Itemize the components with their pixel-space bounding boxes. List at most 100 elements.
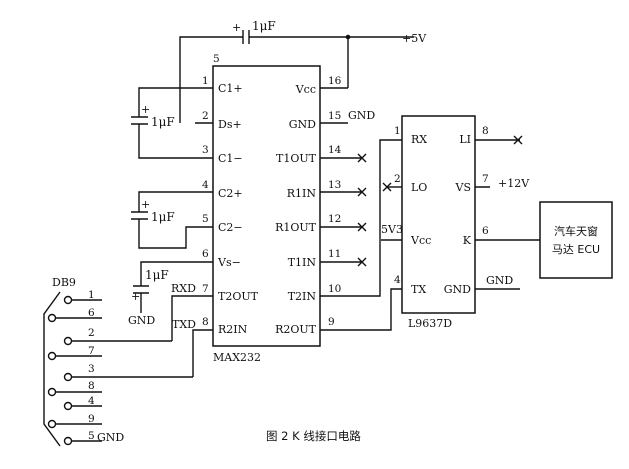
- l9637-5v3-label: 5V3: [381, 223, 403, 236]
- supply-12v-label: +12V: [498, 177, 530, 190]
- max232-pin8-num: 8: [202, 316, 209, 328]
- db9-pin-2: [63, 336, 73, 346]
- l9637-pin-vs-label: VS: [455, 181, 471, 194]
- max232-pin13-num: 13: [328, 179, 341, 191]
- max232-pin2-num: 2: [202, 110, 209, 122]
- db9-label-8: 8: [88, 380, 95, 392]
- max232-pin6-num: 6: [202, 248, 209, 260]
- cap-vs-value: 1μF: [145, 268, 169, 282]
- max232-pin5-num: 5: [202, 213, 209, 225]
- l9637-pin-vcc-label: Vcc: [410, 234, 431, 247]
- ecu-label-line2: 马达 ECU: [552, 243, 600, 256]
- max232-pin2-label: Ds+: [218, 118, 242, 131]
- db9-pin-7: [47, 351, 57, 361]
- l9637-right-pin-stubs: [475, 139, 540, 290]
- max232-pin1-num: 1: [202, 75, 209, 87]
- rxd-wire: [171, 295, 195, 341]
- db9-name: DB9: [52, 276, 76, 289]
- max232-pin14-num: 14: [328, 144, 342, 156]
- max232-pin3-label: C1−: [218, 152, 243, 165]
- max232-pin7-num: 7: [202, 283, 209, 295]
- max232-pin6-label: Vs−: [217, 256, 241, 269]
- max232-pin16-num: 16: [328, 75, 342, 87]
- cap-c1: + 1μF: [131, 87, 195, 159]
- db9-label-5: 5: [88, 430, 95, 442]
- db9-shell: [43, 291, 61, 447]
- top-cap-plus: +: [232, 21, 241, 34]
- l9637-pin-rx-num: 1: [394, 125, 401, 137]
- r2out-to-tx-wire: [348, 288, 402, 331]
- max232-pin4-num: 4: [202, 179, 209, 191]
- top-cap-plates: [242, 30, 250, 44]
- max232-pin7-label: T2OUT: [218, 290, 259, 303]
- sunroof-motor-ecu: 汽车天窗 马达 ECU: [539, 201, 613, 279]
- l9637d-body: [401, 115, 476, 314]
- cap-c2: + 1μF: [131, 191, 195, 249]
- l9637-pin-li-label: LI: [459, 133, 471, 146]
- db9-connector: DB9 1 6 2 7 3 8 4 9 5 GND: [43, 276, 193, 447]
- l9637-pin-tx-num: 4: [394, 274, 401, 286]
- max232-pin16-label: Vcc: [295, 83, 316, 96]
- max232-pin14-label: T1OUT: [276, 152, 317, 165]
- figure-caption: 图 2 K 线接口电路: [266, 429, 361, 443]
- max232-pin12-label: R1OUT: [275, 221, 317, 234]
- max232-pin5-label: C2−: [218, 221, 243, 234]
- cap-vs-plates: [133, 285, 149, 294]
- max232-body: [212, 65, 321, 347]
- max232-pin11-num: 11: [328, 248, 341, 260]
- supply-5v-label: +5V: [402, 32, 427, 45]
- txd-label: TXD: [172, 318, 196, 331]
- l9637-pin-gnd-label: GND: [444, 283, 471, 296]
- db9-label-1: 1: [88, 289, 95, 301]
- db9-pin-1: [63, 295, 73, 305]
- max232-pin1-label: C1+: [218, 82, 243, 95]
- max232-pin13-label: R1IN: [287, 187, 317, 200]
- l9637-pin-tx-label: TX: [411, 283, 426, 296]
- max232-right-pin-stubs: [320, 87, 362, 331]
- db9-label-7: 7: [88, 345, 95, 357]
- cap-vs-wire: [140, 261, 195, 313]
- l9637-pin-k-label: K: [463, 234, 472, 247]
- top-rail-wire: [179, 36, 414, 123]
- max232-pin15-label: GND: [289, 118, 316, 131]
- cap-vs: + 1μF GND: [128, 261, 195, 327]
- ecu-label-line1: 汽车天窗: [554, 224, 598, 238]
- max232-pin9-num: 9: [328, 316, 335, 328]
- cap-c2-plus: +: [141, 198, 150, 211]
- l9637-gnd-label: GND: [486, 274, 513, 287]
- max232-pin15-num: 15: [328, 110, 341, 122]
- t2in-to-rx-wire: [348, 139, 402, 297]
- cap-c1-plus: +: [141, 103, 150, 116]
- max232-name: MAX232: [213, 351, 261, 364]
- max232-pin8-label: R2IN: [218, 323, 248, 336]
- db9-pin-3: [63, 372, 73, 382]
- cap-c1-plates: [131, 116, 148, 125]
- top-cap-value: 1μF: [252, 19, 276, 33]
- cap-c1-value: 1μF: [151, 115, 175, 129]
- max232-pin5-marker: 5: [213, 53, 220, 65]
- max232-left-pin-stubs: [195, 87, 213, 331]
- db9-label-6: 6: [88, 307, 95, 319]
- l9637-li-no-connect: [513, 135, 523, 145]
- l9637-pin-vs-num: 7: [482, 173, 489, 185]
- max232-pin10-num: 10: [328, 283, 341, 295]
- db9-pin-4: [63, 401, 73, 411]
- l9637-pin-lo-label: LO: [411, 181, 427, 194]
- db9-pin-leads: [56, 299, 193, 442]
- max232-pin12-num: 12: [328, 213, 341, 225]
- max232-no-connect-marks: [357, 153, 367, 267]
- db9-pin-8: [47, 387, 57, 397]
- db9-pin-5: [63, 436, 73, 446]
- db9-pin-6: [47, 313, 57, 323]
- l9637d-chip: L9637D RX LO Vcc TX LI VS K GND 1 2 4 8 …: [381, 115, 540, 330]
- l9637-pin-li-num: 8: [482, 125, 489, 137]
- l9637-pin-rx-label: RX: [411, 133, 427, 146]
- cap-c1-wire: [138, 87, 195, 159]
- db9-label-2: 2: [88, 327, 95, 339]
- cap-c2-value: 1μF: [151, 210, 175, 224]
- txd-wire: [192, 329, 195, 377]
- cap-c2-plates: [131, 211, 148, 220]
- cap-c2-wire: [138, 191, 195, 249]
- rxd-label: RXD: [171, 282, 196, 295]
